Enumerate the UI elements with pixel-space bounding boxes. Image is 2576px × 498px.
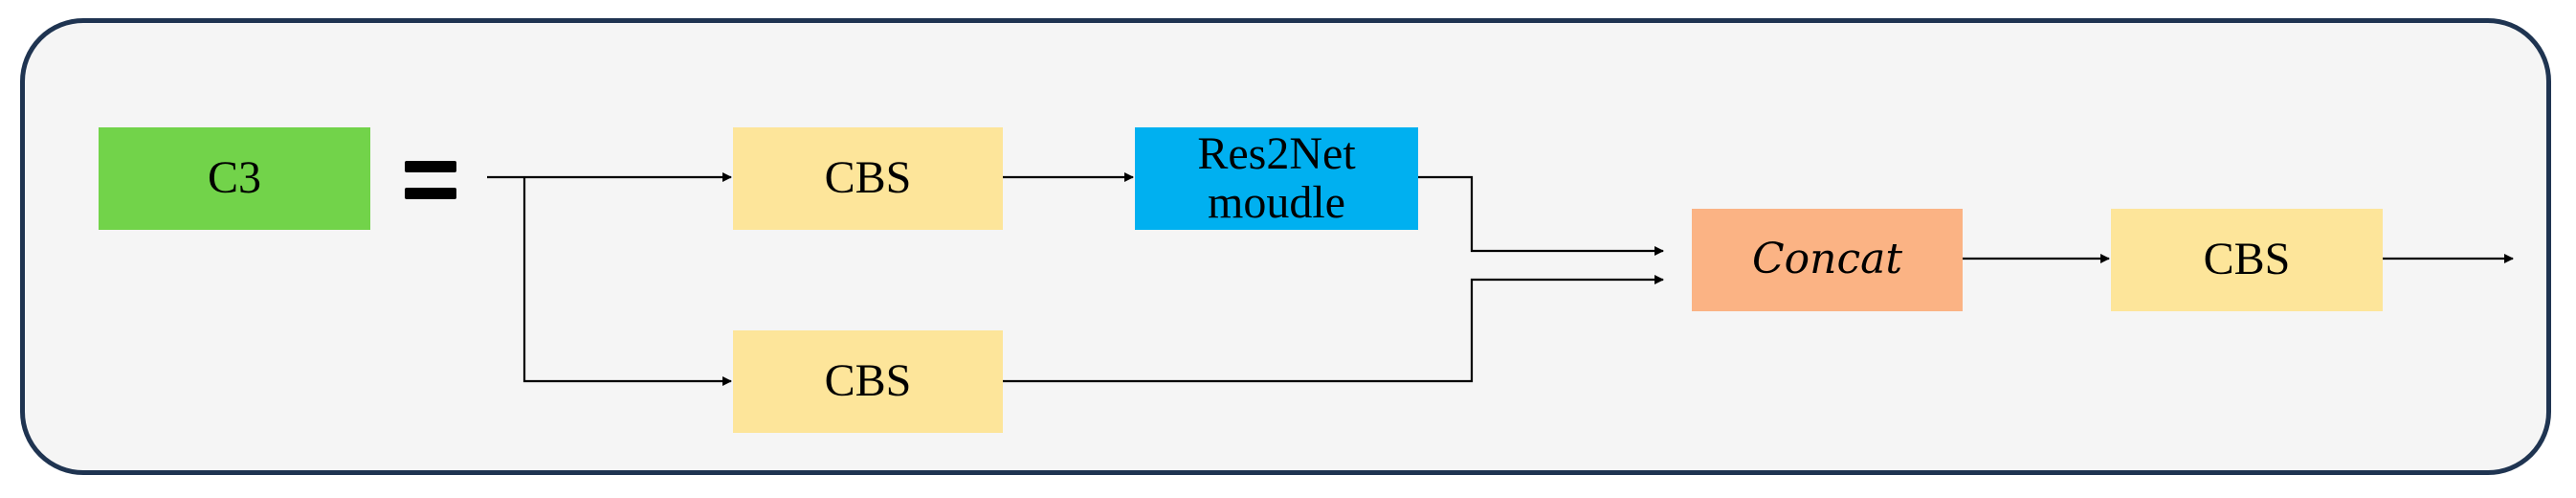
res2net-to-concat-arrow — [1418, 175, 1664, 256]
c3-block: C3 — [99, 127, 370, 230]
cbs-top-block: CBS — [733, 127, 1003, 230]
cbs-output-block: CBS — [2111, 209, 2383, 311]
concat-block: Concat — [1692, 209, 1963, 311]
cbs-bottom-label: CBS — [824, 355, 912, 407]
res2net-module-block: Res2Net moudle — [1135, 127, 1418, 230]
cbs-output-label: CBS — [2203, 234, 2291, 285]
equals-sign — [405, 161, 456, 199]
input-branch-to-cbs-bottom-arrow — [522, 177, 732, 386]
concat-label: Concat — [1751, 235, 1903, 284]
res2net-label-line1: Res2Net — [1197, 128, 1356, 180]
cbs-top-label: CBS — [824, 152, 912, 204]
c3-label: C3 — [207, 152, 261, 204]
res2net-label-line2: moudle — [1208, 176, 1345, 228]
cbs-bottom-block: CBS — [733, 330, 1003, 433]
cbs-bottom-to-concat-arrow — [1003, 275, 1664, 383]
